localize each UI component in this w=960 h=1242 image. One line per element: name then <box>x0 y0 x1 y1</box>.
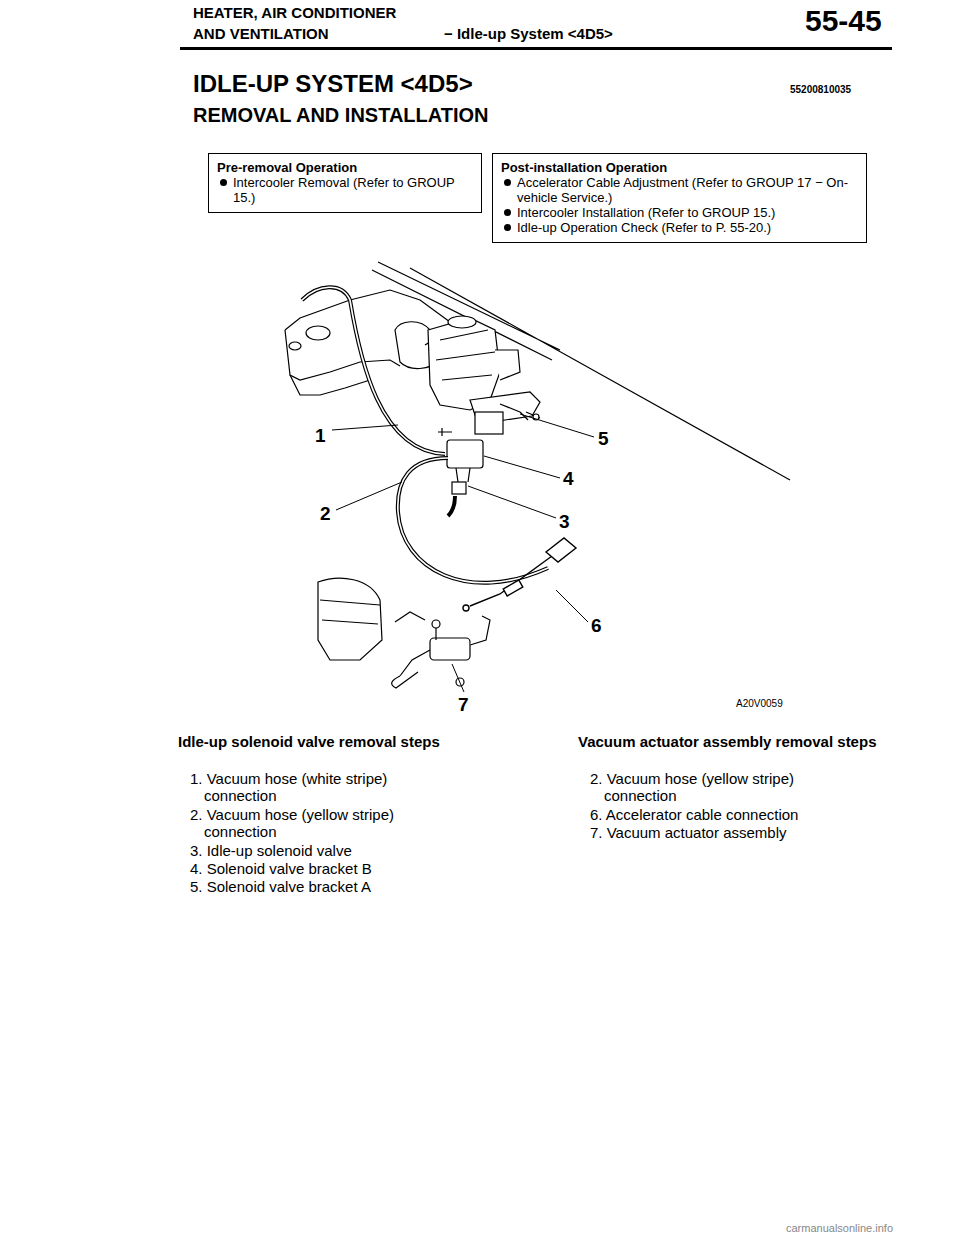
page-title: IDLE-UP SYSTEM <4D5> <box>193 70 473 98</box>
operation-box: Pre-removal OperationIntercooler Removal… <box>208 153 482 213</box>
callout-number: 1 <box>315 425 326 447</box>
solenoid-valve <box>438 392 540 494</box>
bullet-item: Idle-up Operation Check (Refer to P. 55-… <box>501 220 858 235</box>
header-rule <box>180 47 892 50</box>
box-heading: Post-installation Operation <box>501 160 858 175</box>
callout-number: 3 <box>559 511 570 533</box>
vacuum-hoses <box>302 287 548 583</box>
bullet-item: Intercooler Installation (Refer to GROUP… <box>501 205 858 220</box>
bullet-dot <box>504 179 511 186</box>
watermark: carmanualsonline.info <box>786 1222 893 1235</box>
bullet-dot <box>504 224 511 231</box>
box-heading: Pre-removal Operation <box>217 160 473 175</box>
vacuum-hoses-inner <box>302 287 548 583</box>
step-item: 4. Solenoid valve bracket B <box>190 860 454 877</box>
callout-number: 2 <box>320 503 331 525</box>
section-code: 55200810035 <box>790 84 851 96</box>
step-item: 1. Vacuum hose (white stripe) connection <box>190 770 454 804</box>
step-item: 5. Solenoid valve bracket A <box>190 878 454 895</box>
callout-number: 6 <box>591 615 602 637</box>
header-text: HEATER, AIR CONDITIONER <box>193 4 396 21</box>
accelerator-cable <box>463 538 576 611</box>
leader-lines <box>332 414 594 692</box>
section-heading: REMOVAL AND INSTALLATION <box>193 104 489 127</box>
vacuum-actuator <box>318 578 490 688</box>
bullet-item: Accelerator Cable Adjustment (Refer to G… <box>501 175 858 205</box>
steps-heading: Vacuum actuator assembly removal steps <box>578 733 898 750</box>
callout-number: 4 <box>563 468 574 490</box>
bullet-item: Intercooler Removal (Refer to GROUP 15.) <box>217 175 473 205</box>
step-item: 2. Vacuum hose (yellow stripe) connectio… <box>190 806 454 840</box>
header-text: − Idle-up System <4D5> <box>444 25 613 42</box>
engine-outline <box>285 262 790 480</box>
operation-box: Post-installation OperationAccelerator C… <box>492 153 867 243</box>
bullet-dot <box>504 209 511 216</box>
step-item: 3. Idle-up solenoid valve <box>190 842 454 859</box>
step-item: 6. Accelerator cable connection <box>590 806 904 823</box>
bullet-dot <box>220 179 227 186</box>
callout-number: 7 <box>458 694 469 716</box>
step-item: 2. Vacuum hose (yellow stripe) connectio… <box>590 770 854 804</box>
step-item: 7. Vacuum actuator assembly <box>590 824 904 841</box>
callout-number: 5 <box>598 428 609 450</box>
steps-heading: Idle-up solenoid valve removal steps <box>178 733 448 750</box>
page-number: 55-45 <box>805 3 882 38</box>
figure-code: A20V0059 <box>736 698 783 710</box>
header-text: AND VENTILATION <box>193 25 329 42</box>
